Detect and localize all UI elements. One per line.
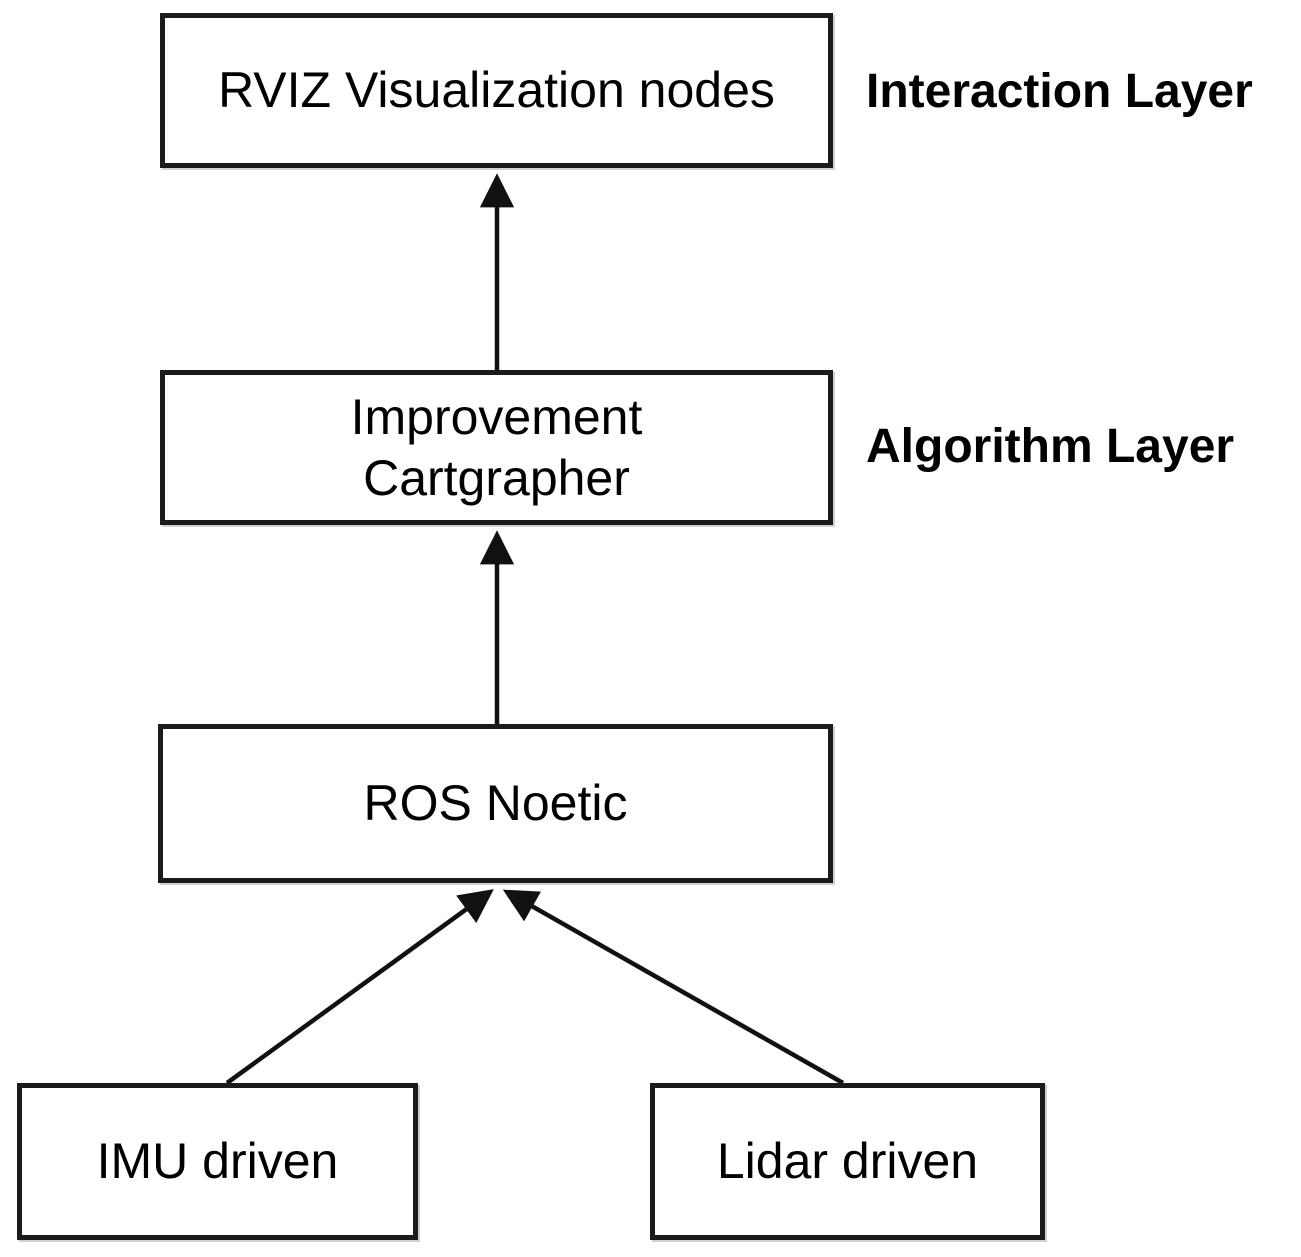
node-lidar-label: Lidar driven: [716, 1133, 979, 1189]
node-lidar-driven: Lidar driven: [650, 1083, 1045, 1240]
node-ros-label: ROS Noetic: [363, 775, 628, 831]
node-cartographer-label-line1: Improvement: [350, 388, 643, 445]
interaction-layer-label: Interaction Layer: [866, 65, 1253, 118]
arrow-lidar-to-ros: [502, 889, 845, 1085]
arrow-imu-to-ros: [225, 889, 494, 1085]
node-imu-driven: IMU driven: [17, 1083, 418, 1240]
node-rviz-label: RVIZ Visualization nodes: [218, 62, 775, 118]
node-rviz-visualization: RVIZ Visualization nodes: [160, 13, 833, 168]
algorithm-layer-label: Algorithm Layer: [866, 420, 1235, 473]
node-improvement-cartographer: Improvement Cartgrapher: [160, 370, 833, 525]
node-cartographer-label-line2: Cartgrapher: [363, 449, 630, 506]
node-ros-noetic: ROS Noetic: [158, 724, 833, 883]
node-imu-label: IMU driven: [96, 1133, 339, 1189]
